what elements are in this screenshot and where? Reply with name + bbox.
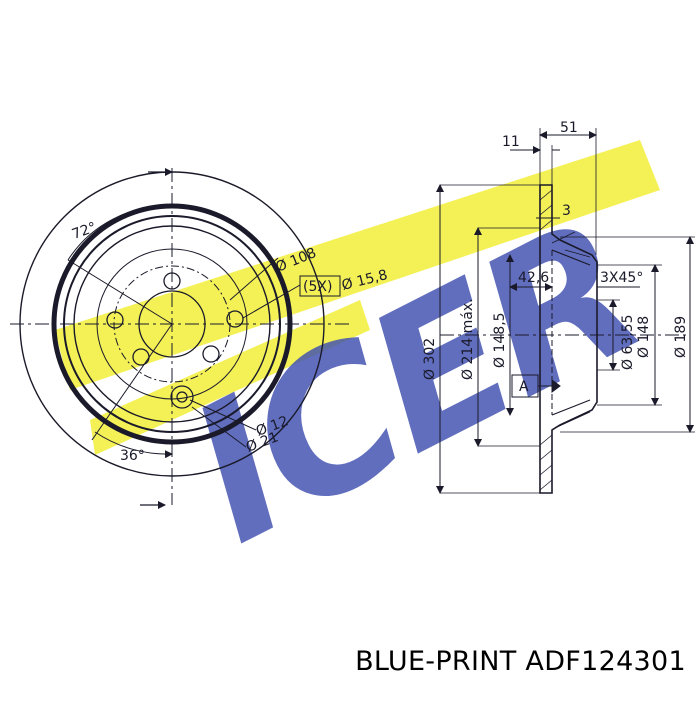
watermark-yellow-band bbox=[55, 140, 660, 390]
section-hatching bbox=[539, 189, 591, 491]
section-view-labels: 51 11 3 42,6 3X45° Ø 302 Ø 214 máx. Ø 14… bbox=[422, 120, 689, 395]
hat-inner-bottom bbox=[551, 399, 591, 416]
section-profile bbox=[539, 184, 598, 494]
angle-72-label: 72° bbox=[70, 219, 99, 243]
bolt-hole bbox=[106, 311, 124, 329]
step-label: 3 bbox=[562, 203, 571, 219]
pcd-circle bbox=[113, 265, 231, 383]
bolt-hole bbox=[202, 345, 220, 363]
angle-36-label: 36° bbox=[120, 448, 145, 464]
hat-inner-top bbox=[551, 249, 591, 266]
d4-label: Ø 189 bbox=[673, 316, 689, 358]
front-view bbox=[10, 168, 350, 509]
width-total-label: 51 bbox=[560, 120, 578, 136]
holes-count-label: (5X) bbox=[303, 279, 332, 295]
bolt-hole bbox=[163, 272, 181, 290]
holes-leader bbox=[242, 284, 301, 319]
hub-flange bbox=[96, 248, 248, 400]
small-hole-outer-leader bbox=[191, 406, 247, 448]
angle-72-arc bbox=[67, 205, 173, 261]
datum-label: A bbox=[519, 379, 529, 395]
d1-label: Ø 148,5 bbox=[492, 312, 508, 368]
angle-36-leg bbox=[91, 323, 173, 441]
locating-hole-outer bbox=[170, 385, 194, 409]
chamfer-label: 3X45° bbox=[600, 270, 643, 286]
datum-triangle bbox=[551, 379, 561, 393]
d3-label: Ø 148 bbox=[636, 316, 652, 358]
outer-dia-label: Ø 302 bbox=[422, 338, 438, 380]
bolt-hole bbox=[226, 310, 244, 328]
hat-edge bbox=[73, 225, 271, 423]
section-view bbox=[436, 128, 695, 494]
angle-72-leg bbox=[67, 259, 173, 325]
angle-36-arc bbox=[94, 431, 173, 459]
offset-label: 42,6 bbox=[518, 270, 549, 286]
watermark-yellow-band-lower bbox=[90, 300, 370, 455]
friction-ring-inner bbox=[63, 215, 281, 433]
d2-label: Ø 63,55 bbox=[620, 314, 636, 370]
small-hole-leader bbox=[189, 399, 257, 431]
pcd-leader bbox=[229, 257, 279, 301]
product-caption: BLUE-PRINT ADF124301 bbox=[355, 646, 686, 677]
holes-count-box bbox=[299, 275, 341, 297]
locating-hole bbox=[176, 391, 188, 403]
centre-bore bbox=[138, 290, 206, 358]
max-dia-label: Ø 214 máx. bbox=[460, 298, 476, 380]
flange-label: 11 bbox=[502, 134, 520, 150]
